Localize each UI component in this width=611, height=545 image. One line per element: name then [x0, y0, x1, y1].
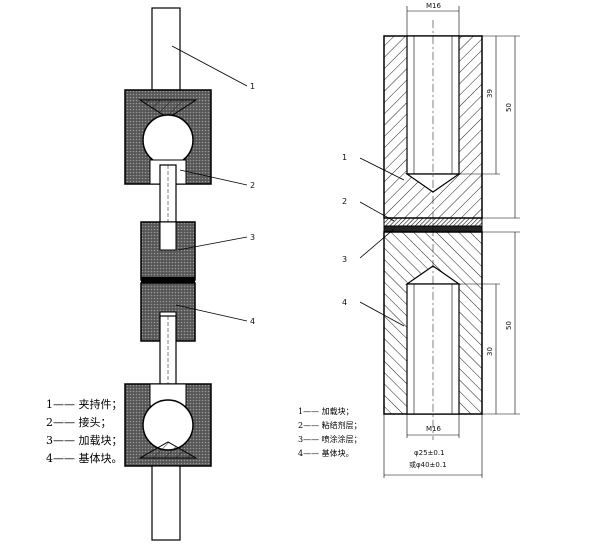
left-legend-1: 1—— 夹持件； [46, 397, 123, 411]
dim-bottom-m16: M16 [426, 425, 441, 433]
left-callout-2: 2 [250, 181, 255, 190]
dim-depth-top: 39 [486, 89, 494, 98]
left-callout-1: 1 [250, 82, 255, 91]
bottom-connector [159, 315, 177, 387]
top-ball [142, 114, 194, 166]
right-legend-1: 1—— 加载块； [298, 406, 354, 416]
right-callout-4: 4 [342, 298, 347, 307]
left-legend-2: 2—— 接头； [46, 416, 112, 429]
dim-height-top: 50 [505, 103, 513, 112]
bottom-rod [151, 465, 181, 541]
dim-diameter: φ25±0.1 [414, 449, 445, 457]
bottom-thread-hole [406, 283, 460, 415]
dim-height-bottom: 50 [505, 321, 513, 330]
left-legend-3: 3—— 加载块； [46, 434, 123, 447]
top-rod [151, 7, 181, 91]
left-legend-4: 4—— 基体块。 [46, 451, 123, 465]
dim-diameter-alt: 或φ40±0.1 [409, 460, 447, 469]
left-callout-4: 4 [250, 317, 255, 326]
right-legend-4: 4—— 基体块。 [298, 448, 354, 458]
left-assembly [124, 7, 248, 541]
left-callout-3: 3 [250, 233, 255, 242]
coating-layer [141, 277, 195, 283]
right-callout-2: 2 [342, 197, 347, 206]
right-callout-1: 1 [342, 153, 347, 162]
right-assembly [359, 6, 520, 478]
dim-depth-bottom: 30 [486, 347, 494, 356]
right-legend-2: 2—— 粘结剂层； [298, 420, 362, 430]
dim-top-m16: M16 [426, 2, 441, 10]
right-callout-3: 3 [342, 255, 347, 264]
right-legend-3: 3—— 喷涂涂层； [298, 434, 362, 444]
